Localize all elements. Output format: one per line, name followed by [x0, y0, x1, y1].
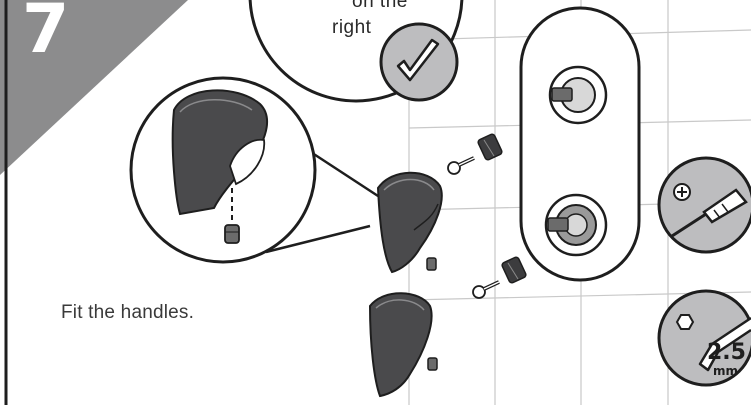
check-callout	[248, 0, 464, 103]
upper-handle	[376, 171, 443, 274]
hex-key-size: 2.5	[707, 340, 746, 365]
callout-text-line1: on the	[352, 0, 408, 12]
callout-text-line2: right	[332, 17, 372, 38]
hexagon-icon	[675, 314, 695, 330]
upper-valve-spindle	[548, 65, 608, 125]
detail-handle	[171, 89, 268, 216]
upper-screw	[447, 156, 475, 175]
detail-grub-screw	[224, 224, 240, 244]
checkmark-icon	[396, 38, 440, 82]
instruction-text: Fit the handles.	[61, 302, 195, 323]
upper-adapter	[477, 133, 503, 161]
lower-screw	[472, 280, 500, 299]
hex-key-unit: mm	[713, 364, 739, 378]
lower-valve-spindle	[544, 193, 608, 257]
screwdriver-tool	[657, 156, 751, 254]
hex-key-tool	[657, 289, 751, 387]
hex-key-icon	[698, 316, 751, 372]
grub-screws	[426, 257, 438, 371]
phillips-screw-icon	[673, 183, 691, 201]
detail-callout	[129, 76, 379, 264]
step-number: 7	[22, 0, 70, 69]
lower-handle	[368, 292, 433, 398]
step-banner	[0, 0, 188, 175]
lower-adapter	[501, 256, 527, 284]
valve-plate	[519, 6, 641, 282]
screwdriver-icon	[671, 188, 748, 238]
